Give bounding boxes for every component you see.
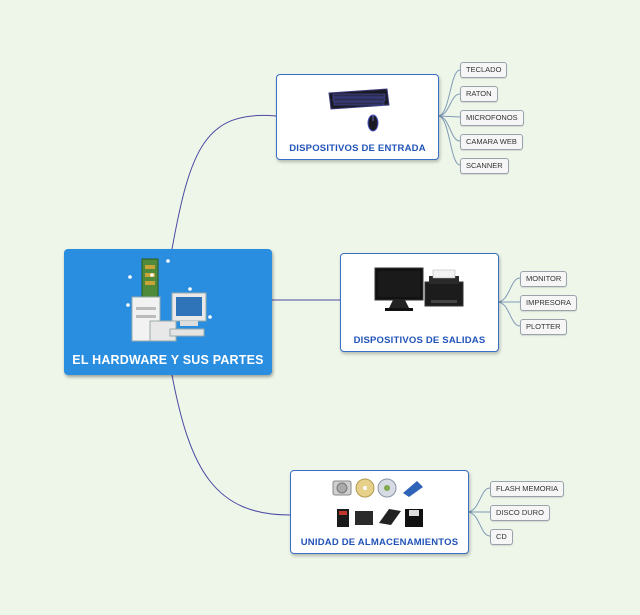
topic-title-almacenamiento: UNIDAD DE ALMACENAMIENTOS [300, 537, 459, 548]
leaf-flash-memoria[interactable]: FLASH MEMORIA [490, 481, 565, 497]
central-topic[interactable]: EL HARDWARE Y SUS PARTES [64, 249, 272, 375]
leaf-raton[interactable]: RATON [460, 86, 498, 102]
leaf-impresora[interactable]: IMPRESORA [520, 295, 578, 311]
topic-dispositivos-entrada[interactable]: DISPOSITIVOS DE ENTRADA [276, 74, 439, 160]
connector-leaf-cd [466, 511, 491, 537]
leaf-microfonos[interactable]: MICROFONOS [460, 110, 524, 126]
topic-unidad-almacenamiento[interactable]: UNIDAD DE ALMACENAMIENTOS [290, 470, 469, 554]
connector-central-almacenamiento [171, 374, 291, 516]
leaf-disco-duro[interactable]: DISCO DURO [490, 505, 550, 521]
connector-leaf-teclado [437, 69, 461, 117]
connector-leaf-flash [466, 487, 491, 513]
connector-leaf-raton [437, 93, 461, 117]
monitor-printer-image [374, 267, 464, 311]
keyboard-mouse-image [328, 88, 390, 132]
computer-hardware-icon [126, 258, 212, 342]
central-topic-title: EL HARDWARE Y SUS PARTES [72, 353, 264, 367]
topic-title-entrada: DISPOSITIVOS DE ENTRADA [289, 143, 426, 154]
leaf-plotter[interactable]: PLOTTER [520, 319, 567, 335]
connector-leaf-plotter [496, 301, 521, 327]
storage-devices-image [332, 478, 423, 527]
topic-title-salidas: DISPOSITIVOS DE SALIDAS [353, 335, 486, 346]
leaf-monitor[interactable]: MONITOR [520, 271, 568, 287]
connector-leaf-microfonos [437, 115, 461, 118]
leaf-camara-web[interactable]: CAMARA WEB [460, 134, 523, 150]
connector-leaf-monitor [496, 277, 521, 303]
connector-central-entrada [171, 114, 277, 250]
topic-dispositivos-salidas[interactable]: DISPOSITIVOS DE SALIDAS [340, 253, 499, 352]
leaf-teclado[interactable]: TECLADO [460, 62, 508, 78]
leaf-cd[interactable]: CD [490, 529, 513, 545]
connector-leaf-scanner [437, 115, 461, 166]
leaf-scanner[interactable]: SCANNER [460, 158, 509, 174]
